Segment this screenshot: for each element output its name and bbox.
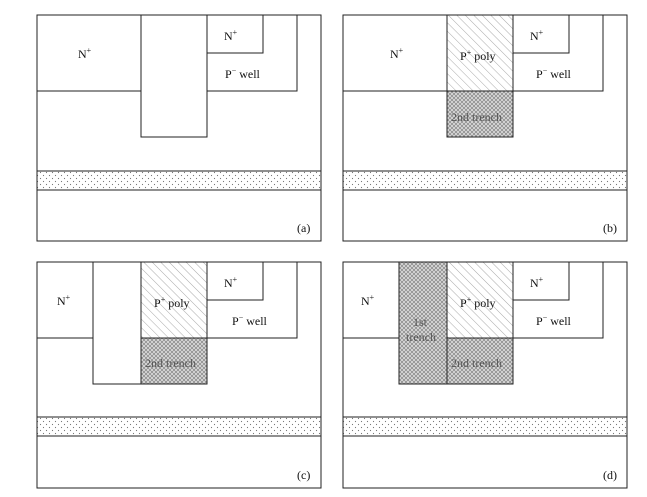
panel-a-n-plus-contact [206, 14, 264, 54]
panel-b-n-plus-contact [512, 14, 570, 54]
panel-a-n-plus-contact-label: N+ [224, 28, 238, 43]
panel-d-second-trench [446, 337, 514, 385]
panel-d: N+ 1st trench P+ poly N+ P− well 2nd tre… [342, 261, 628, 489]
panel-c-n-plus-contact-label: N+ [224, 275, 238, 290]
panel-d-first-trench-label-line2: trench [406, 330, 436, 344]
panel-b: N+ P+ poly N+ P− well 2nd trench (b) [342, 14, 628, 242]
panel-b-caption: (b) [603, 221, 617, 235]
panel-d-p-well-boundary [513, 262, 604, 339]
panel-d-n-plus-contact [512, 261, 570, 301]
panel-c-p-well-boundary [207, 262, 298, 339]
panel-c-second-trench-label: 2nd trench [145, 356, 196, 370]
panel-c-oxide-layer [36, 416, 322, 437]
panel-d-first-trench [398, 261, 448, 385]
panel-a-frame [36, 14, 322, 242]
panel-b-second-trench [446, 90, 514, 138]
panel-a-caption: (a) [297, 221, 310, 235]
panel-a-p-well-label: P− well [225, 66, 261, 81]
panel-d-n-plus-contact-label: N+ [530, 275, 544, 290]
panel-b-n-plus-left-label: N+ [390, 46, 404, 61]
panel-d-second-trench-label: 2nd trench [451, 356, 502, 370]
panel-b-second-trench-label: 2nd trench [451, 110, 502, 124]
panel-c-p-poly [140, 261, 208, 339]
panel-a-n-plus-left-label: N+ [78, 46, 92, 61]
panel-d-first-trench-label-line1: 1st [413, 315, 428, 329]
panel-b-p-poly-label: P+ poly [460, 48, 496, 63]
panel-b-p-well-label: P− well [536, 66, 572, 81]
panel-d-n-plus-left-label: N+ [361, 293, 375, 308]
panel-a-oxide-layer [36, 170, 322, 191]
panel-c: N+ P+ poly N+ P− well 2nd trench (c) [36, 261, 322, 489]
panel-d-p-poly-label: P+ poly [460, 295, 496, 310]
panel-d-p-well-label: P− well [536, 313, 572, 328]
panel-b-p-well-boundary [513, 15, 604, 92]
panel-d-oxide-layer [342, 416, 628, 437]
panel-c-n-plus-contact [206, 261, 264, 301]
panel-a: N+ N+ P− well (a) [36, 14, 322, 242]
panel-c-p-well-label: P− well [232, 313, 268, 328]
panel-d-caption: (d) [603, 468, 617, 482]
panel-c-second-trench [140, 337, 208, 385]
panel-c-first-trench-profile [37, 337, 141, 385]
panel-b-n-plus-contact-label: N+ [530, 28, 544, 43]
panel-c-caption: (c) [297, 468, 310, 482]
panel-c-p-poly-label: P+ poly [154, 295, 190, 310]
panel-c-n-plus-left-label: N+ [57, 293, 71, 308]
panel-b-oxide-layer [342, 170, 628, 191]
